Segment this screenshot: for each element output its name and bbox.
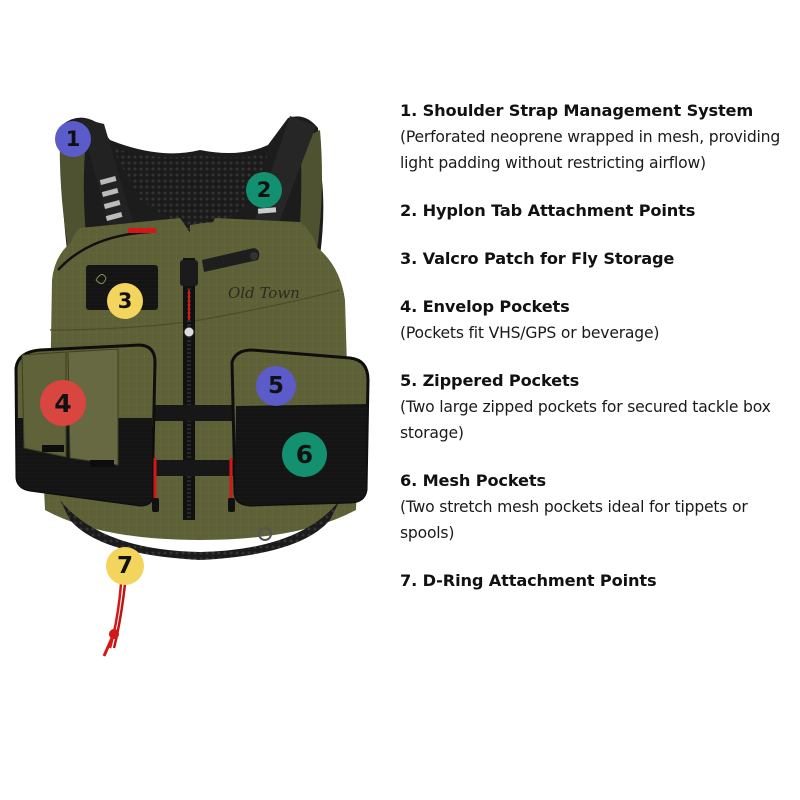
legend-item-velcro-patch: 3. Valcro Patch for Fly Storage [400, 246, 795, 272]
legend-description: (Perforated neoprene wrapped in mesh, pr… [400, 128, 781, 172]
legend-description: (Pockets fit VHS/GPS or beverage) [400, 324, 660, 342]
legend-description: (Two stretch mesh pockets ideal for tipp… [400, 498, 748, 542]
legend-title: 2. Hyplon Tab Attachment Points [400, 201, 696, 220]
legend-description: (Two large zipped pockets for secured ta… [400, 398, 771, 442]
legend-title: 6. Mesh Pockets [400, 471, 546, 490]
legend-title: 4. Envelop Pockets [400, 297, 570, 316]
legend-title: 3. Valcro Patch for Fly Storage [400, 249, 675, 268]
feature-legend: 1. Shoulder Strap Management System (Per… [400, 98, 795, 616]
vest-illustration: Old Town [0, 100, 400, 660]
legend-title: 7. D-Ring Attachment Points [400, 571, 657, 590]
marker-3-velcro-patch: 3 [107, 283, 143, 319]
marker-6-mesh-pockets: 6 [282, 432, 327, 477]
marker-5-zippered-pockets: 5 [256, 366, 296, 406]
legend-title: 5. Zippered Pockets [400, 371, 580, 390]
legend-item-hyplon-tab: 2. Hyplon Tab Attachment Points [400, 198, 795, 224]
marker-2-hyplon-tab: 2 [246, 172, 282, 208]
legend-item-mesh-pockets: 6. Mesh Pockets (Two stretch mesh pocket… [400, 468, 795, 546]
brand-logo: Old Town [228, 284, 300, 302]
marker-7-d-ring: 7 [106, 547, 144, 585]
legend-item-zippered-pockets: 5. Zippered Pockets (Two large zipped po… [400, 368, 795, 446]
legend-title: 1. Shoulder Strap Management System [400, 101, 754, 120]
legend-item-shoulder-strap: 1. Shoulder Strap Management System (Per… [400, 98, 795, 176]
marker-4-envelope-pockets: 4 [40, 380, 86, 426]
legend-item-d-ring: 7. D-Ring Attachment Points [400, 568, 795, 594]
marker-1-shoulder-strap: 1 [55, 121, 91, 157]
legend-item-envelope-pockets: 4. Envelop Pockets (Pockets fit VHS/GPS … [400, 294, 795, 346]
